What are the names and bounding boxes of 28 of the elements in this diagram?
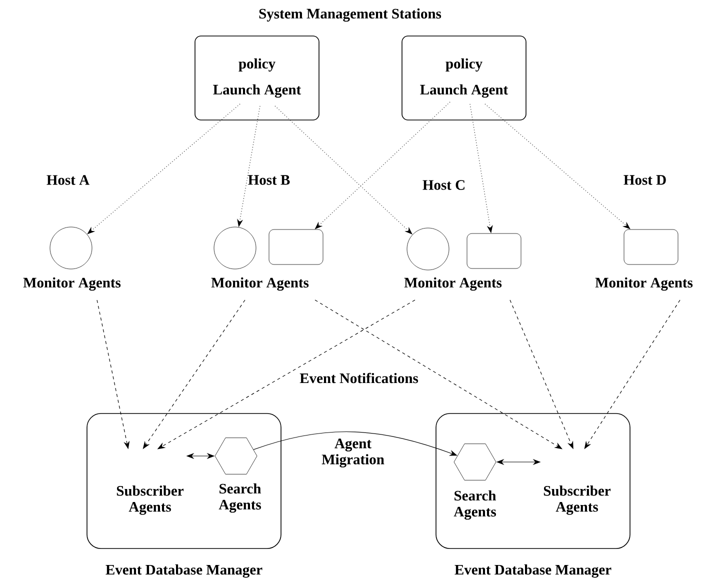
host-label: Host C <box>422 180 464 190</box>
host-label: Host A <box>46 175 90 185</box>
agent-box <box>624 229 678 265</box>
agent-caption: Monitor Agents <box>23 277 121 291</box>
host-label: Host D <box>624 175 666 185</box>
node-label: Event Database Manager <box>454 564 612 578</box>
node-label: Event Database Manager <box>106 564 262 578</box>
agent-circle <box>50 226 92 270</box>
host-label: Event Notifications <box>300 372 418 384</box>
agent-box <box>268 229 324 265</box>
agent-caption: Monitor Agents <box>595 277 693 291</box>
host-label: Host B <box>248 175 290 185</box>
agent-box <box>466 233 522 269</box>
agent-circle <box>406 228 450 270</box>
agent-caption: Monitor Agents <box>404 277 502 291</box>
agent-circle <box>214 226 256 270</box>
station-box: policy Launch Agent <box>194 36 320 120</box>
subscriber-agents: Subscriber Agents <box>544 486 611 515</box>
search-agent-hexagon <box>214 438 258 474</box>
agent-caption: Search Agents <box>218 483 261 513</box>
agent-caption: Search Agents <box>454 490 496 520</box>
station-box: policy Launch Agent <box>402 36 526 120</box>
edge-label: Agent Migration <box>312 438 394 468</box>
search-agent-hexagon <box>454 444 496 480</box>
arrow <box>484 104 630 230</box>
diagram-title: System Management Stations <box>259 8 442 22</box>
agent-caption: Monitor Agents <box>211 277 309 291</box>
subscriber-agents: Subscriber Agents <box>116 486 184 515</box>
